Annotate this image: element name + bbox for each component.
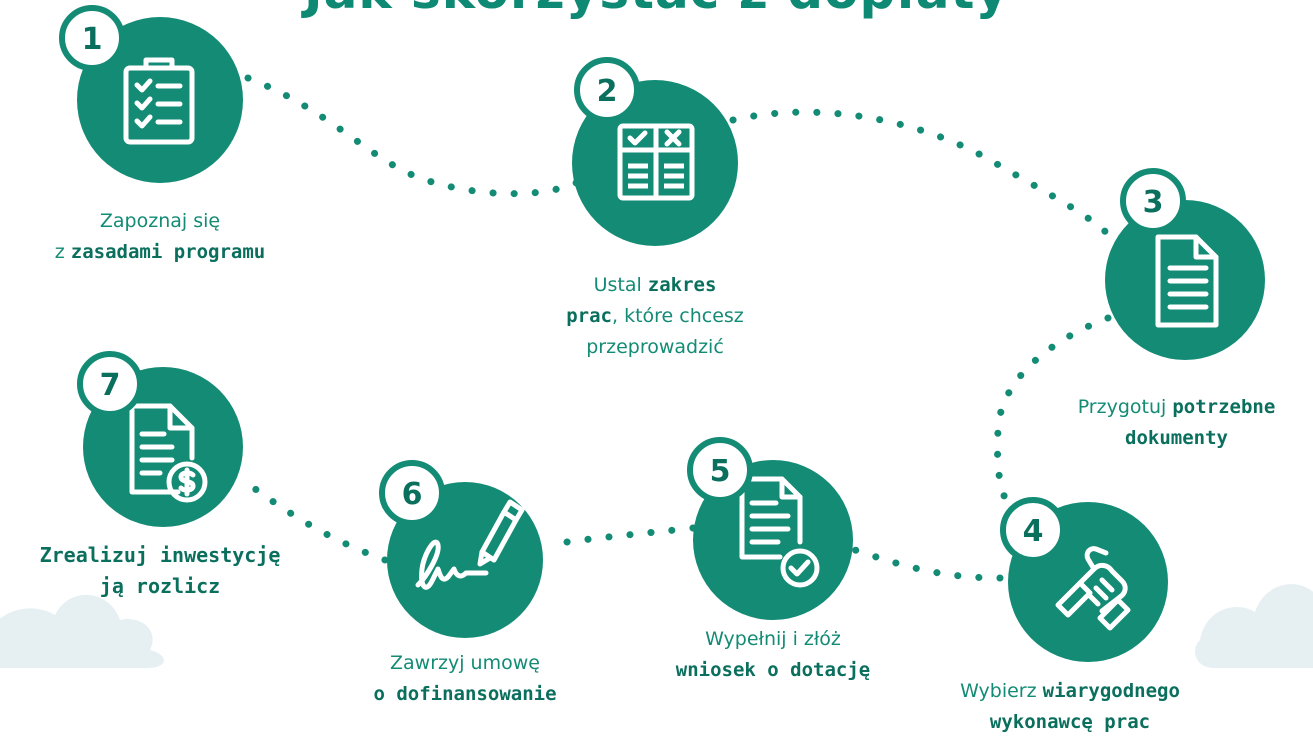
step-1-label-lead: z [54,241,71,263]
step-5-label-lead: Wypełnij i złóż [705,628,841,650]
step-6-label-lead: Zawrzyj umowę [390,652,540,674]
step-3-label-lead: Przygotuj [1077,396,1173,418]
step-7-label-bold: Zrealizuj inwestycję [39,543,281,567]
step-circle [77,17,243,183]
step-2-label-bold2: prac [566,305,612,327]
cloud-left [0,594,164,669]
step-5: 5 [687,437,853,620]
step-badge [574,57,640,123]
step-7: 7 [77,351,243,527]
dotted-connector [851,546,1004,582]
step-3-label-bold: potrzebne [1172,396,1276,418]
step-3: 3 [1105,168,1265,360]
step-2-label-line3: przeprowadzić [586,336,724,358]
step-badge [1000,497,1066,563]
document-check-icon [739,476,820,588]
step-4-label: Wybierz wiarygodnego wykonawcę prac [930,676,1210,738]
step-2-label-lead: Ustal [593,274,648,296]
dotted-connector [543,524,697,549]
dotted-connector [244,74,582,198]
dotted-connector [729,108,1116,242]
step-badge [687,437,753,503]
step-number: 3 [1143,185,1164,220]
step-5-label: Wypełnij i złóż wniosek o dotację [648,624,898,686]
document-icon [1155,234,1219,328]
step-7-label: Zrealizuj inwestycję ją rozlicz [10,540,310,602]
cloud-right [1195,584,1313,668]
document-dollar-icon [129,403,208,503]
step-6: 6 [379,460,543,638]
step-badge [1120,168,1186,234]
step-2: 2 [572,57,738,246]
step-2-label-tail: , które chcesz [611,305,744,327]
step-number: 7 [100,368,121,403]
page-title: Jak skorzystać z dopłaty [0,0,1313,20]
dotted-connector [239,476,389,564]
dotted-connectors [239,74,1116,582]
pen-signature-icon [415,499,525,590]
step-4-label-bold2: wykonawcę prac [989,711,1151,733]
step-2-label-bold: zakres [647,274,717,296]
step-badge [59,5,125,71]
table-check-x-icon [617,123,695,201]
step-badge [379,460,445,526]
step-3-label-bold2: dokumenty [1125,427,1228,449]
step-2-label: Ustal zakres prac, które chcesz przeprow… [540,270,770,363]
step-4: 4 [1000,497,1168,662]
step-number: 4 [1023,514,1044,549]
step-1: 1 [59,5,243,183]
step-number: 1 [82,22,103,57]
handshake-icon [1055,546,1131,631]
step-7-label-bold2: ją rozlicz [99,574,221,598]
clipboard-checklist-icon [123,57,195,145]
step-1-label: Zapoznaj się z zasadami programu [40,206,280,268]
step-number: 2 [597,74,618,109]
step-4-label-lead: Wybierz [960,680,1043,702]
step-6-label: Zawrzyj umowę o dofinansowanie [340,648,590,710]
step-1-label-line1: Zapoznaj się [99,210,221,232]
step-6-label-bold: o dofinansowanie [373,683,557,705]
step-1-label-bold: zasadami programu [70,241,266,263]
step-number: 5 [710,454,731,489]
step-number: 6 [402,477,423,512]
step-5-label-bold: wniosek o dotację [675,659,871,681]
step-4-label-bold: wiarygodnego [1042,680,1180,702]
step-3-label: Przygotuj potrzebne dokumenty [1040,392,1313,454]
step-badge [77,351,143,417]
